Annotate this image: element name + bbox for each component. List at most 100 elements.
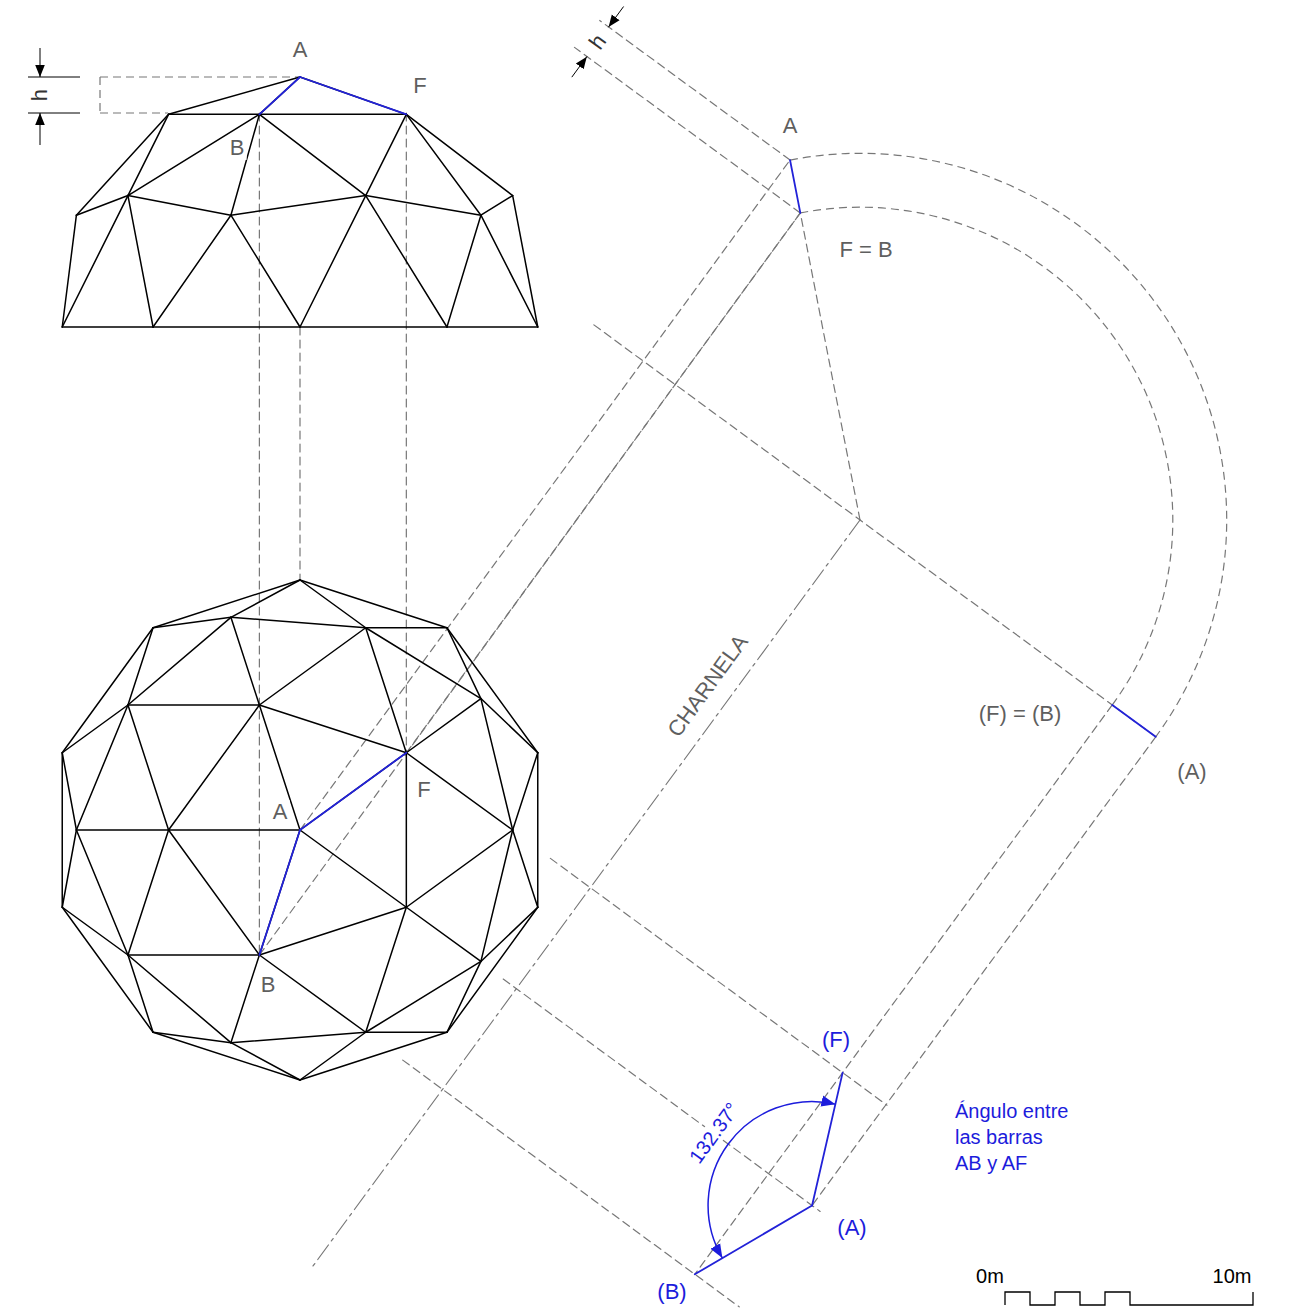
dome-bar: [300, 580, 447, 628]
drawing-label: h: [28, 87, 52, 103]
dome-bar: [259, 628, 365, 705]
dome-bar: [62, 215, 76, 327]
label-anchor: F: [411, 74, 428, 98]
construction-line: [300, 160, 790, 830]
dome-bar: [259, 705, 406, 753]
drawing-label: B: [228, 136, 247, 160]
drawing-label: (F): [820, 1028, 852, 1052]
label-anchor: (F) = (B): [977, 702, 1064, 726]
label-anchor: A: [291, 38, 310, 62]
dome-bar: [300, 77, 406, 114]
dome-bar: [128, 955, 153, 1032]
drawing-label: h: [583, 28, 612, 55]
highlighted-bar: [812, 1073, 843, 1206]
highlighted-bar: [259, 77, 300, 114]
dome-bar: [128, 954, 259, 956]
scale-bar: [1005, 1292, 1253, 1305]
dome-bar: [62, 705, 128, 753]
dome-bar: [231, 215, 300, 327]
dome-bar: [259, 705, 300, 830]
construction-line: [406, 213, 800, 753]
dome-bar: [300, 830, 406, 907]
dome-bar: [366, 196, 447, 327]
dome-bar: [169, 705, 260, 830]
dome-bar: [128, 955, 231, 1043]
construction-line-group: [259, 20, 1155, 1306]
construction-line: [575, 47, 801, 213]
dome-bar: [128, 196, 231, 216]
highlighted-bar: [259, 830, 300, 955]
drawing-label: (A): [1175, 760, 1208, 784]
dome-bar: [300, 1032, 366, 1080]
dome-bar-group: [62, 580, 538, 1080]
dome-bar: [366, 961, 481, 1032]
label-anchor: h: [28, 87, 52, 103]
highlighted-bar: [1112, 705, 1155, 737]
dome-bar: [300, 753, 406, 830]
dome-bar: [406, 830, 512, 907]
label-anchor: 132.37°: [684, 1097, 745, 1169]
drawing-label: B: [259, 973, 278, 997]
dome-bar: [406, 753, 512, 830]
dome-bar: [366, 628, 407, 753]
dome-bar: [259, 114, 365, 195]
drawing-label: CHARNELA: [662, 629, 754, 743]
dome-bar: [128, 114, 259, 195]
label-anchor: Ángulo entre las barras AB y AF: [955, 1098, 1073, 1176]
highlighted-bar: [300, 77, 406, 114]
dome-bar: [62, 753, 76, 830]
dome-bar: [300, 326, 447, 328]
dashed-reference: [99, 77, 100, 113]
label-anchor: A: [781, 114, 800, 138]
label-anchor: B: [259, 973, 278, 997]
construction-line: [550, 858, 887, 1105]
dome-bar: [62, 907, 153, 1032]
label-anchor: (B): [655, 1280, 688, 1304]
highlighted-bar-group: [259, 77, 1155, 1274]
drawing-label: 0m: [974, 1265, 1006, 1287]
dome-bar: [300, 196, 366, 327]
label-anchor: h: [583, 28, 612, 55]
dome-bar: [300, 580, 366, 628]
label-anchor: (A): [835, 1216, 868, 1240]
dome-bar-group: [62, 77, 538, 327]
dome-bar: [169, 829, 300, 831]
label-anchor: 0m: [974, 1265, 1006, 1287]
rotation-arc: [800, 207, 1172, 705]
dome-bar: [406, 114, 512, 195]
dome-bar: [128, 830, 169, 955]
extension-line: [28, 77, 80, 78]
dome-bar: [153, 1032, 231, 1042]
dome-bar: [366, 196, 481, 216]
dome-bar: [231, 1032, 366, 1042]
drawing-label: 132.37°: [684, 1097, 745, 1169]
dome-bar: [406, 699, 481, 753]
dimension-arrow: [40, 113, 41, 145]
dashed-reference: [100, 76, 300, 77]
dimension-arrow-group: [572, 7, 623, 77]
dome-bar: [300, 1032, 447, 1080]
construction-lines: [259, 7, 1226, 1307]
dome-bar: [62, 196, 128, 327]
dome-bar: [169, 114, 260, 116]
label-anchor: B: [228, 136, 247, 160]
dashed-reference: [100, 112, 168, 113]
dome-bar: [128, 114, 169, 195]
drawing-label: F: [411, 74, 428, 98]
dome-bar: [62, 628, 153, 753]
dome-bar: [481, 215, 538, 327]
construction-line: [812, 737, 1156, 1206]
rotation-arc: [790, 153, 1227, 737]
dome-bar: [259, 830, 300, 955]
construction-line: [406, 113, 407, 753]
dome-bar: [128, 628, 153, 705]
dome-bar: [259, 907, 406, 955]
drawing-label: A: [291, 38, 310, 62]
dome-bar: [231, 955, 259, 1043]
construction-line: [299, 327, 300, 580]
dome-bar: [62, 907, 128, 955]
label-anchor: (F): [820, 1028, 852, 1052]
dome-bar: [406, 114, 481, 215]
